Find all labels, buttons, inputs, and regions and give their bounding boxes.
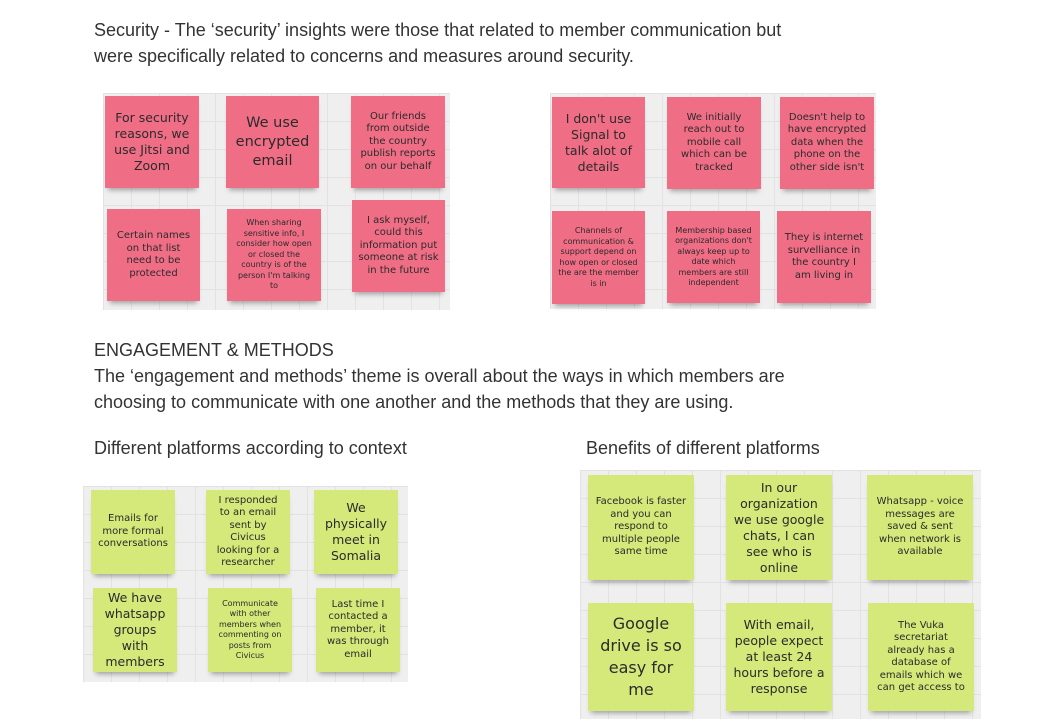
sticky-note[interactable]: We use encrypted email: [226, 96, 319, 188]
sticky-note[interactable]: Emails for more formal conversations: [91, 490, 175, 574]
sticky-note[interactable]: Communicate with other members when comm…: [208, 588, 292, 672]
platforms-benefits-heading: Benefits of different platforms: [586, 438, 820, 458]
security-board-right[interactable]: I don't use Signal to talk alot of detai…: [550, 93, 876, 309]
sticky-note[interactable]: Channels of communication & support depe…: [552, 211, 645, 304]
security-board-left[interactable]: For security reasons, we use Jitsi and Z…: [103, 93, 450, 310]
engagement-description-line2: choosing to communicate with one another…: [94, 392, 734, 412]
platforms-benefits-board[interactable]: Facebook is faster and you can respond t…: [580, 470, 981, 719]
sticky-note[interactable]: We initially reach out to mobile call wh…: [667, 97, 761, 189]
sticky-note[interactable]: For security reasons, we use Jitsi and Z…: [105, 96, 199, 188]
sticky-note[interactable]: Our friends from outside the country pub…: [351, 96, 445, 188]
sticky-note[interactable]: Doesn't help to have encrypted data when…: [780, 97, 874, 189]
sticky-note[interactable]: Membership based organizations don't alw…: [667, 211, 760, 303]
sticky-note[interactable]: We have whatsapp groups with members: [93, 588, 177, 672]
sticky-note[interactable]: The Vuka secretariat already has a datab…: [868, 603, 974, 711]
sticky-note[interactable]: Whatsapp - voice messages are saved & se…: [867, 475, 973, 580]
sticky-note[interactable]: Facebook is faster and you can respond t…: [588, 475, 694, 580]
sticky-note[interactable]: I don't use Signal to talk alot of detai…: [552, 97, 645, 188]
sticky-note[interactable]: Google drive is so easy for me: [588, 603, 694, 711]
sticky-note[interactable]: In our organization we use google chats,…: [726, 475, 832, 580]
engagement-heading: ENGAGEMENT & METHODS: [94, 340, 334, 360]
engagement-description-line1: The ‘engagement and methods’ theme is ov…: [94, 366, 785, 386]
sticky-note[interactable]: We physically meet in Somalia: [314, 490, 398, 574]
sticky-note[interactable]: Last time I contacted a member, it was t…: [316, 588, 400, 672]
sticky-note[interactable]: Certain names on that list need to be pr…: [107, 209, 200, 301]
security-description-line2: were specifically related to concerns an…: [94, 46, 634, 66]
security-description-line1: Security - The ‘security’ insights were …: [94, 20, 782, 40]
platforms-context-board[interactable]: Emails for more formal conversations I r…: [83, 486, 408, 682]
platforms-context-heading: Different platforms according to context: [94, 438, 407, 458]
sticky-note[interactable]: When sharing sensitive info, I consider …: [227, 209, 321, 301]
sticky-note[interactable]: With email, people expect at least 24 ho…: [726, 603, 832, 711]
sticky-note[interactable]: I responded to an email sent by Civicus …: [206, 490, 290, 574]
sticky-note[interactable]: I ask myself, could this information put…: [352, 200, 445, 292]
sticky-note[interactable]: They is internet survelliance in the cou…: [777, 211, 871, 303]
